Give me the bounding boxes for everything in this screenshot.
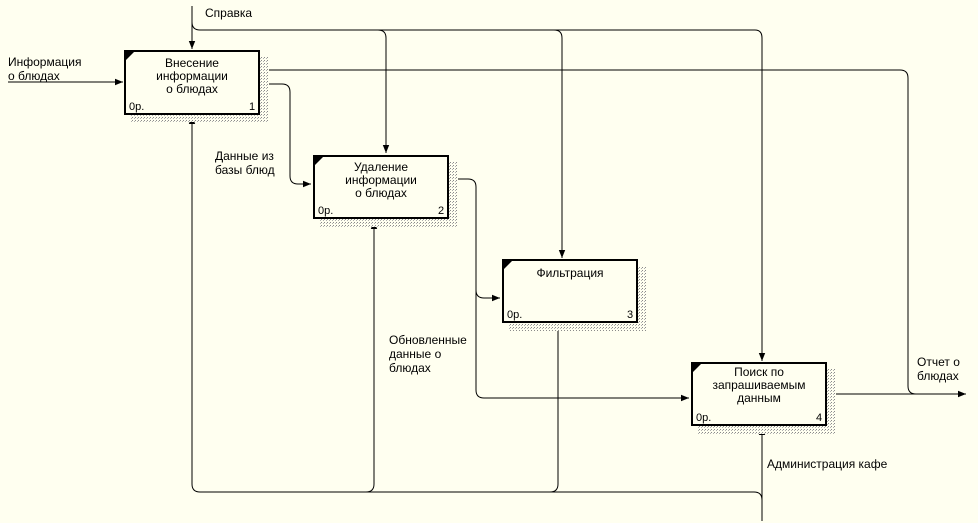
box-1-number: 1 [249, 101, 255, 113]
box-4-line-2: запрашиваемым [712, 378, 805, 392]
box-2-line-2: информации [345, 173, 417, 187]
box-2-number: 2 [438, 205, 444, 217]
control-branch-line [191, 21, 766, 361]
box-1-line-2: информации [156, 69, 228, 83]
box-3-number: 3 [627, 309, 633, 321]
mechanism-label: Администрация кафе [767, 457, 888, 471]
mechanism-to-a2 [365, 221, 378, 493]
control-to-a3 [553, 29, 566, 258]
control-to-a2 [377, 29, 390, 153]
box-4-line-3: данным [737, 391, 781, 405]
input-label: Информация о блюдах [8, 55, 82, 83]
control-label: Справка [205, 6, 253, 20]
box-3-line-1: Фильтрация [536, 266, 603, 280]
activity-box-1[interactable]: Внесение информации о блюдах 0р. 1 [124, 50, 269, 122]
a1-to-a2-arrow [259, 83, 311, 188]
mechanism-to-a3 [549, 323, 562, 493]
a2-output-label: Обновленные данные о блюдах [389, 333, 467, 375]
box-4-number: 4 [816, 412, 822, 424]
box-4-line-1: Поиск по [734, 365, 784, 379]
box-2-line-1: Удаление [354, 160, 408, 174]
activity-box-2[interactable]: Удаление информации о блюдах 0р. 2 [313, 155, 458, 227]
mechanism-branch-line [188, 116, 763, 501]
a1-to-a2-label: Данные из базы блюд [215, 149, 275, 177]
box-2-cost: 0р. [318, 205, 333, 217]
box-3-cost: 0р. [507, 309, 522, 321]
activity-box-3[interactable]: Фильтрация 0р. 3 [502, 259, 647, 331]
box-1-cost: 0р. [129, 101, 144, 113]
activity-box-4[interactable]: Поиск по запрашиваемым данным 0р. 4 [691, 362, 836, 434]
output-label: Отчет о блюдах [917, 355, 960, 383]
box-2-line-3: о блюдах [355, 186, 407, 200]
a2-to-a4-arrow [475, 290, 689, 402]
box-4-cost: 0р. [696, 412, 711, 424]
a1-output-line [259, 69, 917, 395]
box-1-line-3: о блюдах [166, 82, 218, 96]
box-1-line-1: Внесение [165, 56, 219, 70]
a2-to-a3-arrow [448, 178, 500, 302]
